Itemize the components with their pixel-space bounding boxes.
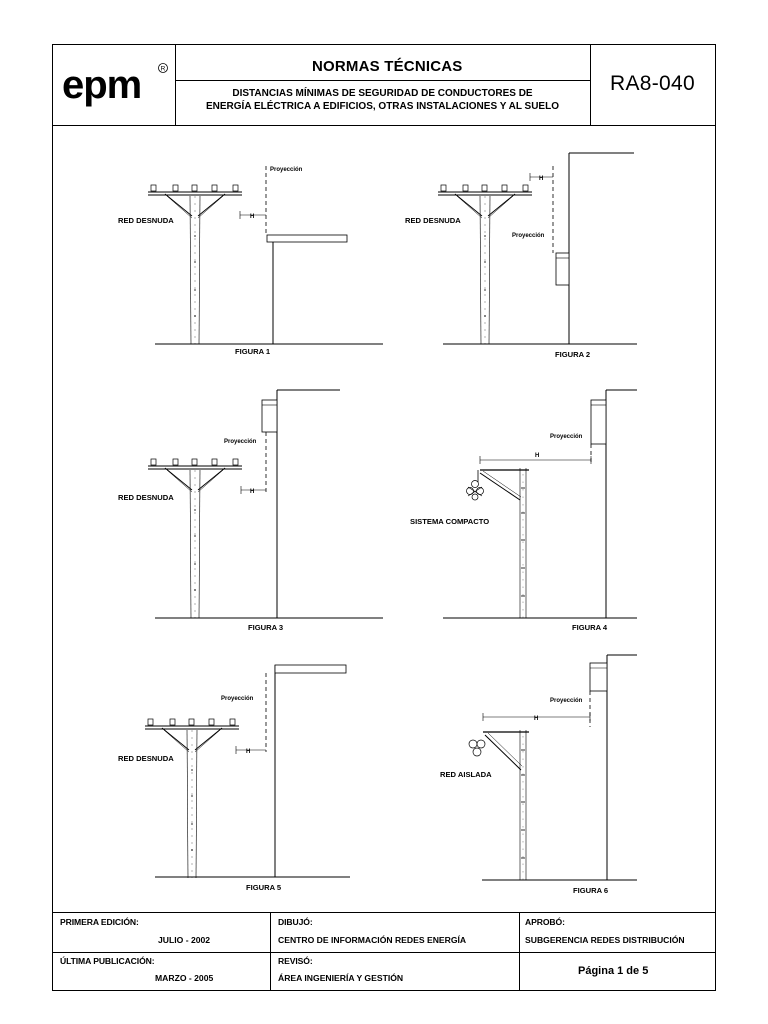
epm-logo-text: epm: [62, 63, 141, 107]
fig1-h-label: H: [250, 214, 254, 220]
reviso-value: ÁREA INGENIERÍA Y GESTIÓN: [278, 973, 404, 983]
fig4-h-label: H: [535, 453, 539, 459]
document-subtitle-line-1: DISTANCIAS MÍNIMAS DE SEGURIDAD DE CONDU…: [232, 88, 533, 99]
header-bottom-rule: [52, 125, 716, 126]
document-subtitle-line-2: ENERGÍA ELÉCTRICA A EDIFICIOS, OTRAS INS…: [206, 101, 559, 112]
figure-2-caption: FIGURA 2: [555, 350, 590, 359]
figure-6-caption: FIGURA 6: [573, 886, 608, 895]
footer-top-rule: [52, 912, 716, 913]
figure-4: [443, 389, 637, 619]
drawing-sheet: [52, 44, 716, 991]
footer-divider-2: [519, 912, 520, 991]
fig3-red-desnuda-label: RED DESNUDA: [118, 493, 174, 502]
fig6-proyeccion-label: Proyección: [550, 698, 583, 704]
figure-2: [437, 152, 637, 345]
header-divider-left: [175, 44, 176, 125]
document-title: NORMAS TÉCNICAS: [312, 58, 463, 75]
dibujo-label: DIBUJÓ:: [278, 917, 313, 927]
figure-1-caption: FIGURA 1: [235, 347, 271, 356]
figure-5-caption: FIGURA 5: [246, 883, 282, 892]
reviso-label: REVISÓ:: [278, 956, 313, 966]
figure-1: [147, 166, 383, 345]
fig2-h-label: H: [539, 176, 543, 182]
ultima-publicacion-label: ÚLTIMA PUBLICACIÓN:: [60, 956, 155, 966]
epm-logo: epm R: [62, 62, 172, 117]
fig1-red-desnuda-label: RED DESNUDA: [118, 216, 174, 225]
aprobo-label: APROBÓ:: [525, 917, 565, 927]
fig6-red-aislada-label: RED AISLADA: [440, 770, 492, 779]
page-number: Página 1 de 5: [578, 965, 649, 977]
fig2-red-desnuda-label: RED DESNUDA: [405, 216, 461, 225]
figure-4-caption: FIGURA 4: [572, 623, 608, 632]
footer-middle-rule: [52, 952, 716, 953]
primera-edicion-label: PRIMERA EDICIÓN:: [60, 917, 139, 927]
document-code: RA8-040: [610, 72, 695, 95]
fig5-h-label: H: [246, 749, 250, 755]
dibujo-value: CENTRO DE INFORMACIÓN REDES ENERGÍA: [278, 935, 467, 945]
fig1-proyeccion-label: Proyección: [270, 167, 303, 173]
figure-6: [468, 654, 637, 881]
ultima-publicacion-value: MARZO - 2005: [155, 973, 214, 983]
header-divider-right: [590, 44, 591, 125]
svg-text:R: R: [161, 66, 166, 73]
fig4-sistema-compacto-label: SISTEMA COMPACTO: [410, 517, 489, 526]
figure-3: [147, 389, 383, 619]
figure-5: [144, 664, 350, 879]
primera-edicion-value: JULIO - 2002: [158, 935, 211, 945]
fig4-proyeccion-label: Proyección: [550, 434, 583, 440]
fig6-h-label: H: [534, 716, 538, 722]
footer-divider-1: [270, 912, 271, 991]
figure-3-caption: FIGURA 3: [248, 623, 283, 632]
aprobo-value: SUBGERENCIA REDES DISTRIBUCIÓN: [525, 935, 685, 945]
epm-logo-mark: epm R: [62, 63, 168, 107]
header-title-rule: [175, 80, 590, 81]
fig5-red-desnuda-label: RED DESNUDA: [118, 754, 174, 763]
fig2-proyeccion-label: Proyección: [512, 233, 545, 239]
fig3-h-label: H: [250, 489, 254, 495]
fig5-proyeccion-label: Proyección: [221, 696, 254, 702]
fig3-proyeccion-label: Proyección: [224, 439, 257, 445]
